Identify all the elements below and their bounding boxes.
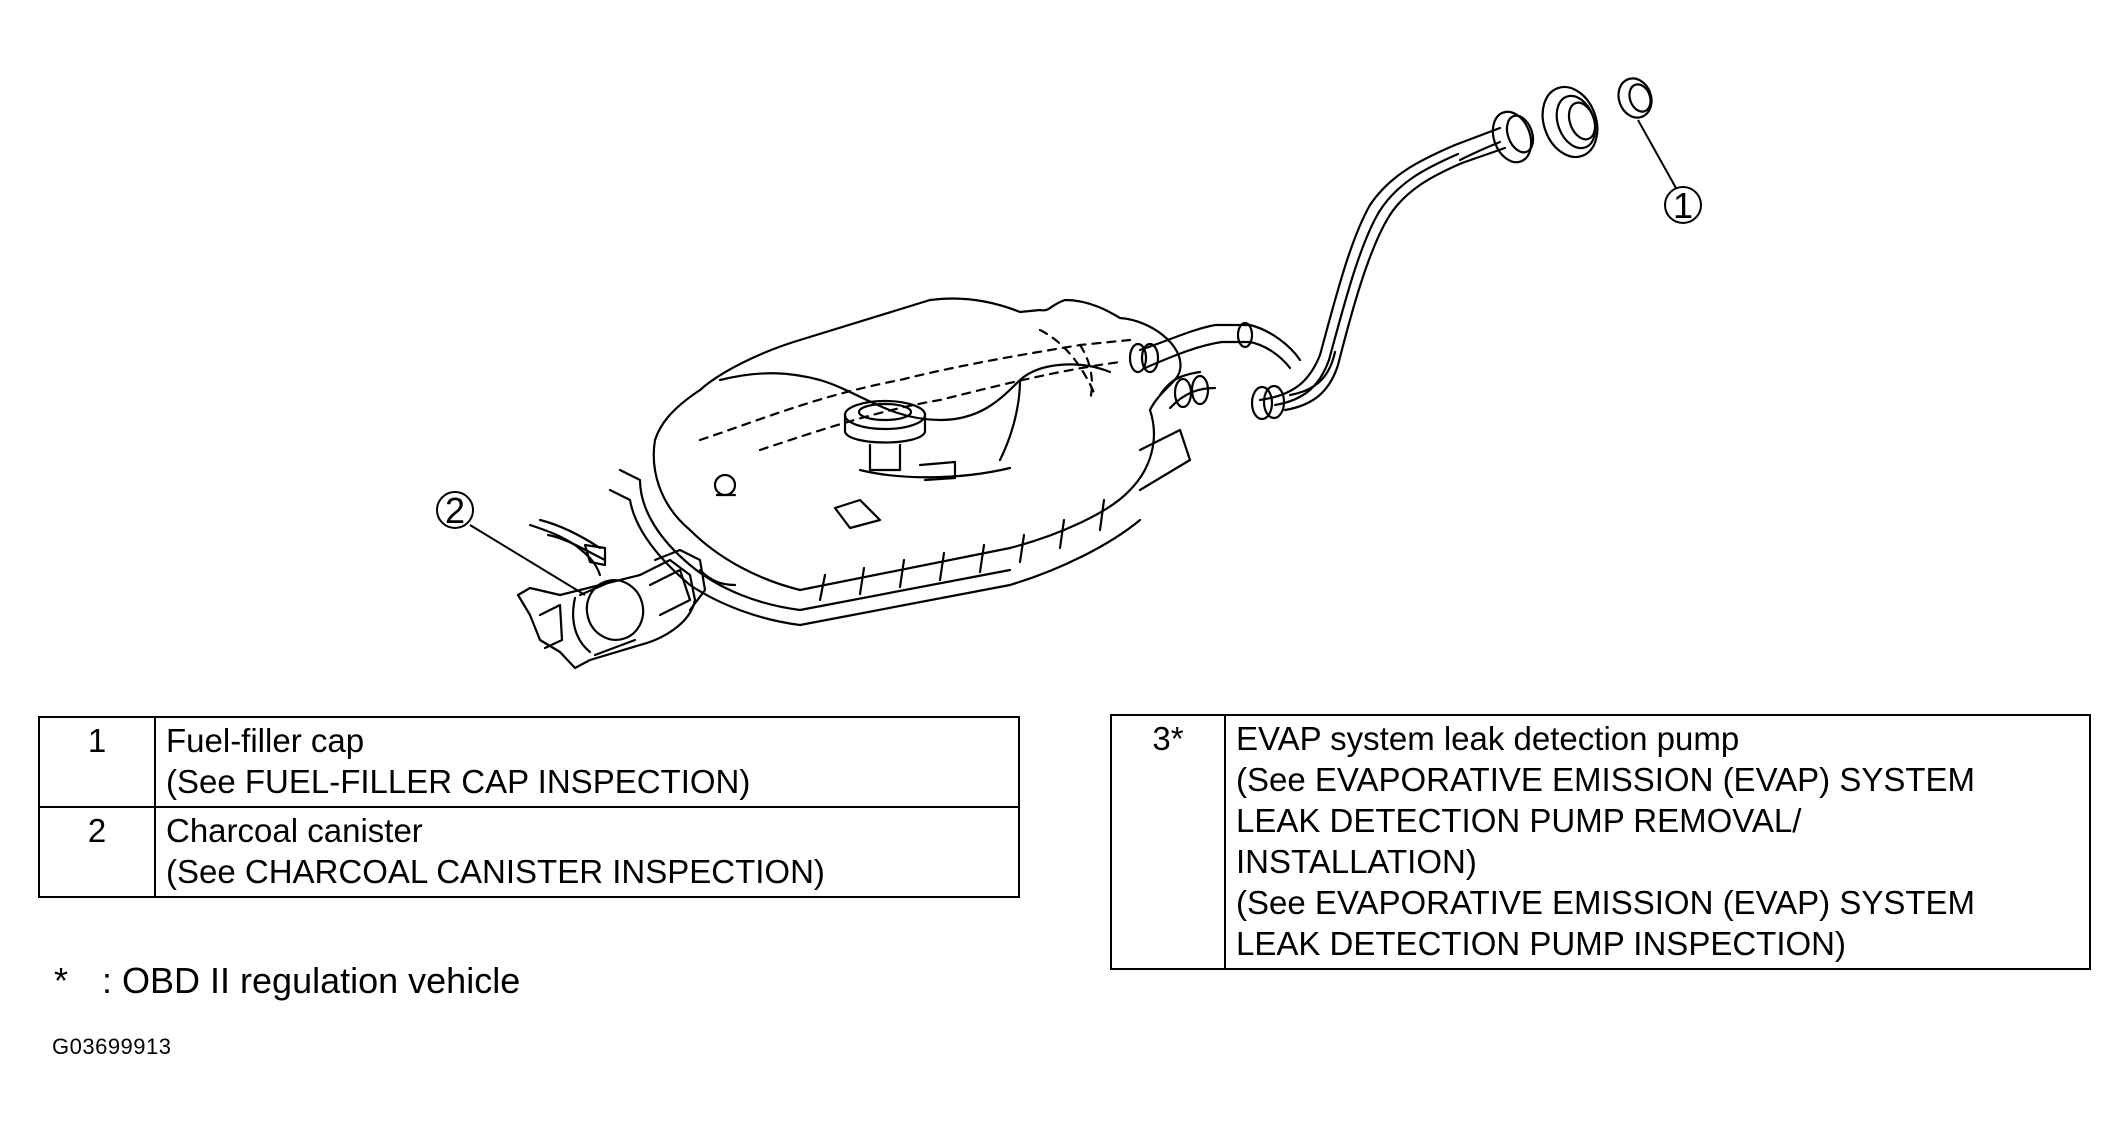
legend-description: Fuel-filler cap (See FUEL-FILLER CAP INS… <box>154 716 1020 808</box>
legend-number: 3* <box>1110 714 1226 970</box>
callout-2: 2 <box>436 490 586 596</box>
legend-line: (See FUEL-FILLER CAP INSPECTION) <box>166 763 751 800</box>
legend-row: 2 Charcoal canister (See CHARCOAL CANIST… <box>38 806 1020 898</box>
callout-2-label: 2 <box>445 490 465 531</box>
legend-number: 1 <box>38 716 156 808</box>
legend-description: Charcoal canister (See CHARCOAL CANISTER… <box>154 806 1020 898</box>
legend-description: EVAP system leak detection pump (See EVA… <box>1224 714 2091 970</box>
legend-line: Charcoal canister <box>166 812 423 849</box>
legend-line: (See EVAPORATIVE EMISSION (EVAP) SYSTEM <box>1236 884 1976 921</box>
footnote-symbol: * <box>54 960 69 1001</box>
callout-1: 1 <box>1637 119 1702 226</box>
legend-table-right: 3* EVAP system leak detection pump (See … <box>1110 714 2091 970</box>
fuel-tank <box>608 297 1192 627</box>
legend-line: LEAK DETECTION PUMP INSPECTION) <box>1236 925 1846 962</box>
legend-row: 3* EVAP system leak detection pump (See … <box>1110 714 2091 970</box>
legend-line: Fuel-filler cap <box>166 722 365 759</box>
legend-number: 2 <box>38 806 156 898</box>
legend-line: (See EVAPORATIVE EMISSION (EVAP) SYSTEM <box>1236 761 1976 798</box>
legend-line: EVAP system leak detection pump <box>1236 720 1740 757</box>
fuel-system-diagram: 1 2 <box>436 77 1702 670</box>
legend-line: LEAK DETECTION PUMP REMOVAL/ <box>1236 802 1802 839</box>
legend-line: (See CHARCOAL CANISTER INSPECTION) <box>166 853 825 890</box>
callout-1-label: 1 <box>1673 185 1693 226</box>
fuel-filler-cap <box>1541 77 1653 159</box>
charcoal-canister <box>516 518 737 670</box>
footnote-text: : OBD II regulation vehicle <box>102 960 521 1001</box>
legend-table-left: 1 Fuel-filler cap (See FUEL-FILLER CAP I… <box>38 716 1020 898</box>
legend-line: INSTALLATION) <box>1236 843 1477 880</box>
footnote: * : OBD II regulation vehicle <box>54 960 520 1002</box>
filler-pipe <box>1128 110 1535 421</box>
legend-row: 1 Fuel-filler cap (See FUEL-FILLER CAP I… <box>38 716 1020 808</box>
figure-id: G03699913 <box>52 1034 172 1059</box>
